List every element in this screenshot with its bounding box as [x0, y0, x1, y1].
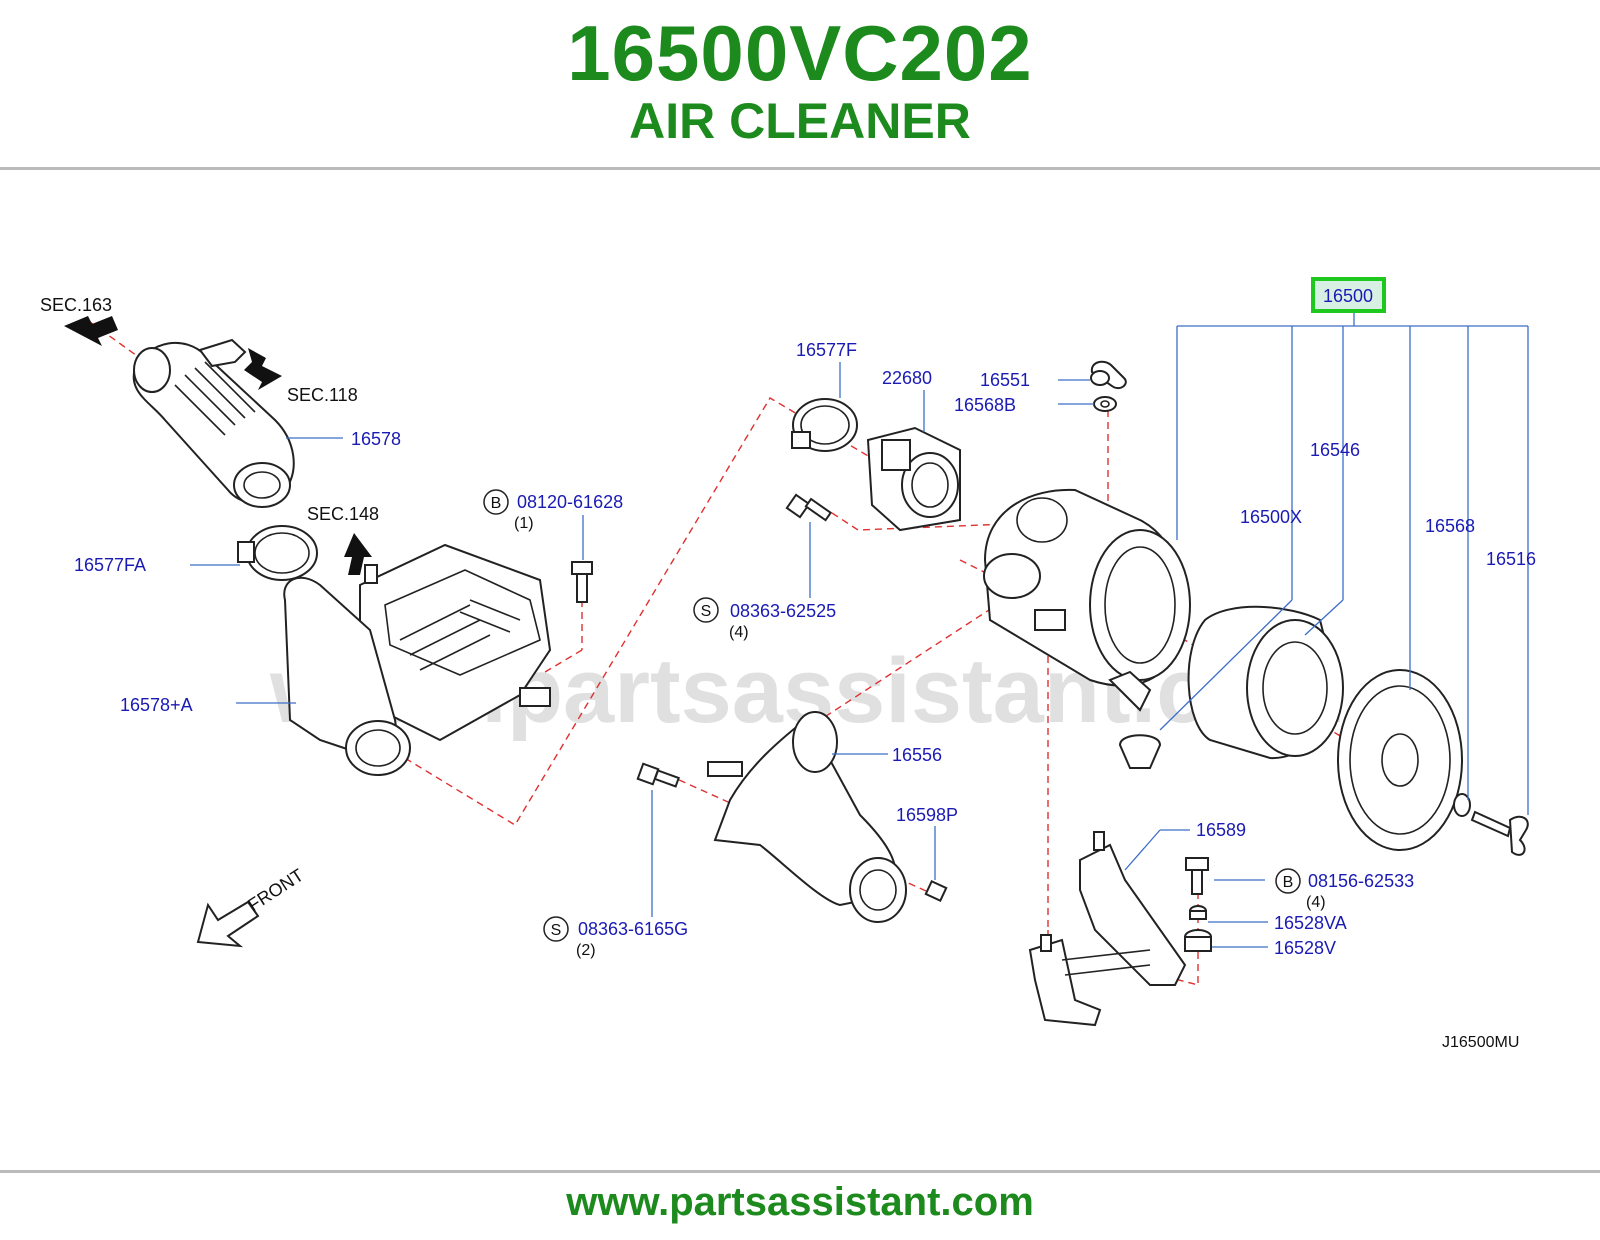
part-number-title: 16500VC202: [567, 9, 1033, 97]
section-163-label: SEC.163: [40, 295, 112, 315]
air-box-16578A-drawing: [283, 543, 552, 776]
callout-16500X[interactable]: 16500X: [1240, 507, 1302, 527]
case-16546-drawing: [983, 488, 1191, 769]
callout-08120-61628[interactable]: 08120-61628: [517, 492, 623, 512]
collar-16528VA-drawing: [1189, 905, 1207, 920]
header-divider: [0, 167, 1600, 170]
marker-b-letter-2: B: [1283, 874, 1294, 891]
callout-16556[interactable]: 16556: [892, 745, 942, 765]
section-arrows: [64, 316, 372, 575]
qty-08156-62533: (4): [1306, 894, 1326, 911]
clamp-16577FA-drawing: [237, 525, 318, 581]
marker-s-letter-2: S: [551, 922, 562, 939]
callout-16578A[interactable]: 16578+A: [120, 695, 193, 715]
callout-16528V[interactable]: 16528V: [1274, 938, 1336, 958]
callout-16516[interactable]: 16516: [1486, 549, 1536, 569]
section-148-label: SEC.148: [307, 504, 379, 524]
bolt-08156-drawing: [1185, 857, 1209, 895]
leader-lines: [190, 308, 1529, 948]
hose-16578-drawing: [132, 338, 295, 508]
front-label: FRONT: [244, 865, 307, 916]
marker-b-letter-1: B: [491, 495, 502, 512]
bracket-16589-drawing: [1028, 831, 1187, 1027]
marker-s-letter-1: S: [701, 603, 712, 620]
callout-16528VA[interactable]: 16528VA: [1274, 913, 1347, 933]
grommet-16528V-drawing: [1184, 929, 1212, 952]
duct-16556-drawing: [707, 711, 907, 923]
callout-16577FA[interactable]: 16577FA: [74, 555, 146, 575]
callout-16568B[interactable]: 16568B: [954, 395, 1016, 415]
clamp-16577F-drawing: [791, 398, 858, 452]
part-name-subtitle: AIR CLEANER: [629, 93, 971, 149]
callout-22680[interactable]: 22680: [882, 368, 932, 388]
wing-bolt-16516-drawing: [1453, 793, 1529, 856]
screw-08363-6165G-drawing: [636, 762, 680, 788]
filter-element-drawing: [1187, 605, 1344, 760]
callout-08156-62533[interactable]: 08156-62533: [1308, 871, 1414, 891]
qty-08120-61628: (1): [514, 515, 534, 532]
screw-08363-62525-drawing: [785, 493, 833, 522]
marker-s-circle-1: [693, 597, 719, 623]
footer-url[interactable]: www.partsassistant.com: [566, 1180, 1034, 1224]
qty-08363-6165G: (2): [576, 942, 596, 959]
callout-16589[interactable]: 16589: [1196, 820, 1246, 840]
callout-16500: 16500: [1323, 286, 1373, 306]
marker-b-circle-1: [483, 489, 509, 515]
footer-divider: [0, 1170, 1600, 1173]
marker-b-circle-2: [1275, 868, 1301, 894]
callout-16568[interactable]: 16568: [1425, 516, 1475, 536]
callout-16598P[interactable]: 16598P: [896, 805, 958, 825]
callout-16546[interactable]: 16546: [1310, 440, 1360, 460]
air-flow-meter-22680-drawing: [866, 426, 961, 532]
diagram-code: J16500MU: [1442, 1034, 1519, 1051]
callout-16578[interactable]: 16578: [351, 429, 401, 449]
clip-16598P-drawing: [924, 879, 948, 903]
callout-16577F[interactable]: 16577F: [796, 340, 857, 360]
bolt-08120-drawing: [571, 561, 593, 603]
section-118-label: SEC.118: [287, 385, 358, 405]
marker-s-circle-2: [543, 916, 569, 942]
callout-16551[interactable]: 16551: [980, 370, 1030, 390]
qty-08363-62525: (4): [729, 624, 749, 641]
cover-16568-drawing: [1337, 669, 1463, 851]
callout-08363-6165G[interactable]: 08363-6165G: [578, 919, 688, 939]
wing-nut-16551-drawing: [1090, 360, 1127, 390]
callout-16500-box[interactable]: 16500: [1311, 277, 1386, 313]
washer-16568B-drawing: [1093, 396, 1117, 412]
callout-08363-62525[interactable]: 08363-62525: [730, 601, 836, 621]
front-direction-arrow: [196, 900, 260, 948]
